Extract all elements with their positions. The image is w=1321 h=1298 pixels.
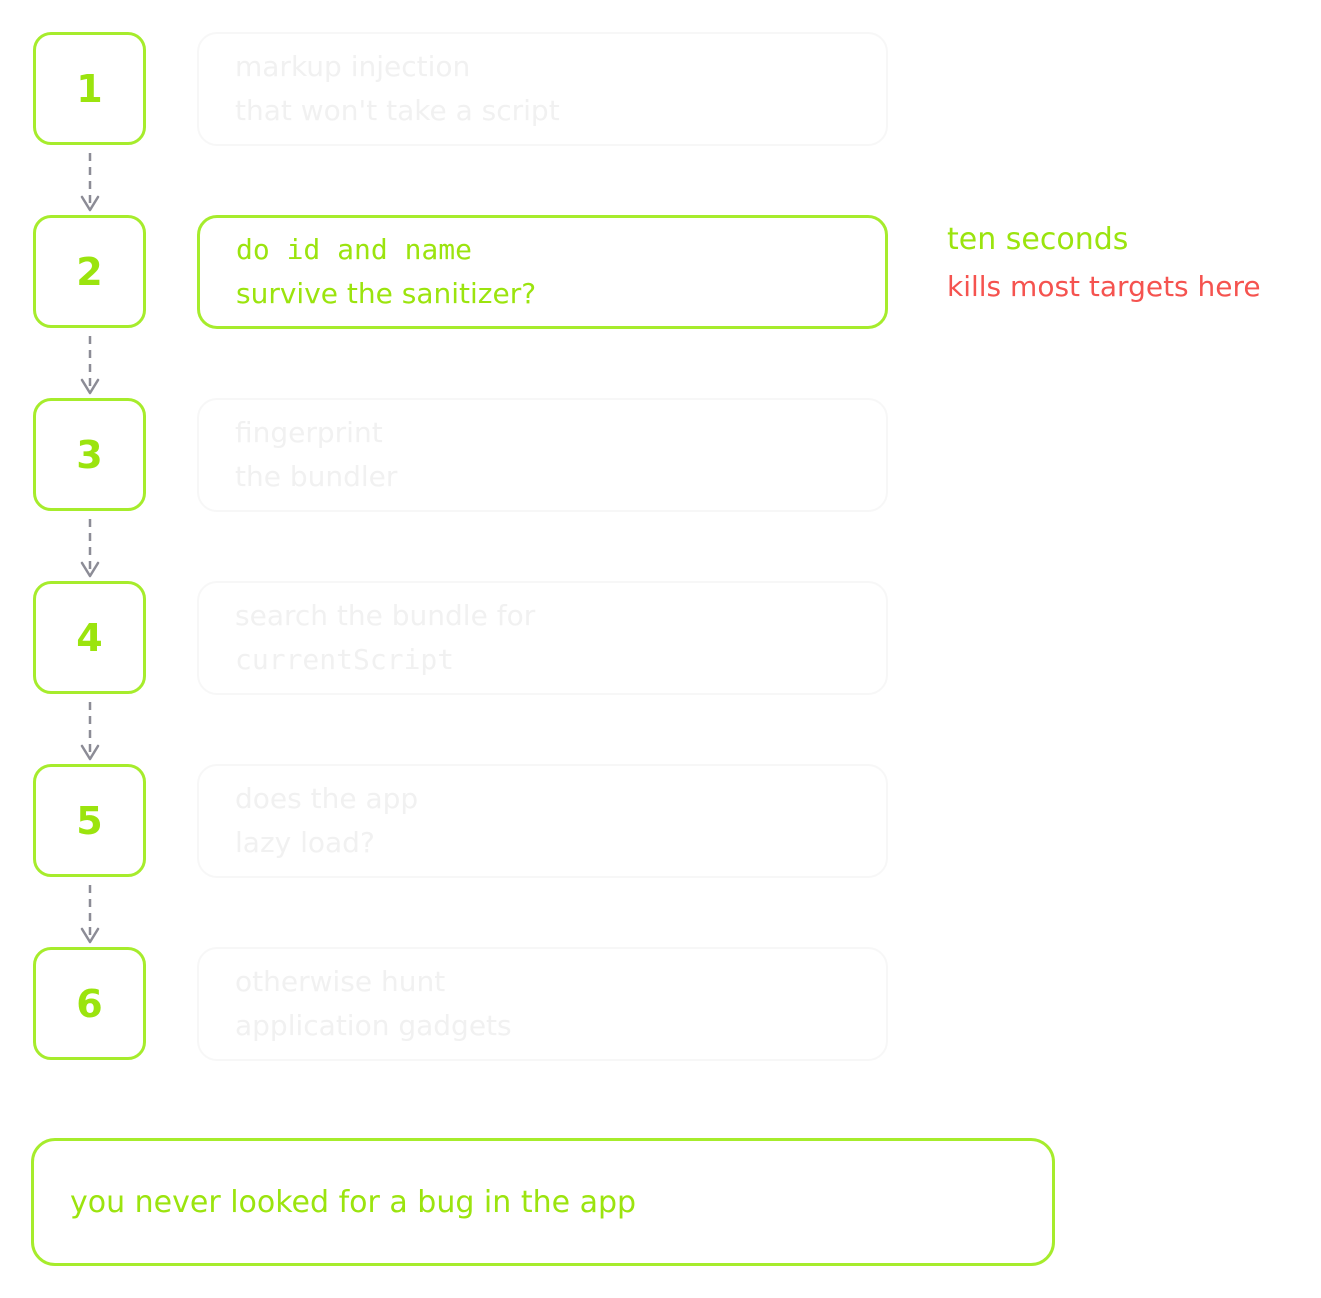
step-5-box: 5 xyxy=(33,764,146,877)
conclusion-box: you never looked for a bug in the app xyxy=(31,1138,1055,1266)
step-3-note-line-2: the bundler xyxy=(235,460,398,493)
step-4-note-line-2: currentScript xyxy=(235,643,455,676)
step-6-number: 6 xyxy=(76,981,103,1026)
step-4-number: 4 xyxy=(76,615,103,660)
step-5-number: 5 xyxy=(76,798,103,843)
side-note-ten-seconds: ten seconds xyxy=(947,222,1129,257)
step-6-note-line-2: application gadgets xyxy=(235,1009,512,1042)
step-1-note-line-2: that won't take a script xyxy=(235,94,560,127)
step-4-note-line-1: search the bundle for xyxy=(235,599,536,632)
step-5-note: does the app lazy load? xyxy=(197,764,888,878)
step-4-note: search the bundle for currentScript xyxy=(197,581,888,695)
step-4-box: 4 xyxy=(33,581,146,694)
side-note-kills-targets: kills most targets here xyxy=(947,270,1261,303)
step-3-note-line-1: fingerprint xyxy=(235,416,383,449)
arrow-4-to-5 xyxy=(80,702,100,761)
step-1-box: 1 xyxy=(33,32,146,145)
step-3-box: 3 xyxy=(33,398,146,511)
step-2-number: 2 xyxy=(76,249,103,294)
step-3-note: fingerprint the bundler xyxy=(197,398,888,512)
step-6-note: otherwise hunt application gadgets xyxy=(197,947,888,1061)
step-2-note-line-2: survive the sanitizer? xyxy=(236,277,537,310)
arrow-3-to-4 xyxy=(80,519,100,578)
arrow-2-to-3 xyxy=(80,336,100,395)
step-2-note: do id and name survive the sanitizer? xyxy=(197,215,888,329)
step-3-number: 3 xyxy=(76,432,103,477)
step-6-note-line-1: otherwise hunt xyxy=(235,965,446,998)
step-5-note-line-2: lazy load? xyxy=(235,826,375,859)
step-6-box: 6 xyxy=(33,947,146,1060)
step-1-note-line-1: markup injection xyxy=(235,50,471,83)
step-2-box: 2 xyxy=(33,215,146,328)
step-5-note-line-1: does the app xyxy=(235,782,419,815)
step-2-note-line-1: do id and name xyxy=(236,233,473,266)
step-1-note: markup injection that won't take a scrip… xyxy=(197,32,888,146)
arrow-5-to-6 xyxy=(80,885,100,944)
conclusion-text: you never looked for a bug in the app xyxy=(70,1184,637,1220)
arrow-1-to-2 xyxy=(80,153,100,212)
step-1-number: 1 xyxy=(76,66,103,111)
